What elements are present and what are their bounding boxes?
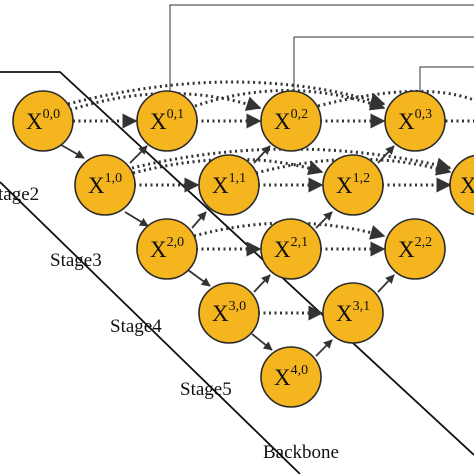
svg-text:X2,0: X2,0 xyxy=(150,235,184,262)
nodes: X0,0 X0,1 X0,2 X0,3 X1,0 X1,1 X1,2 X xyxy=(12,90,474,408)
svg-text:X1,1: X1,1 xyxy=(212,171,246,198)
stage-label-2: tage2 xyxy=(0,184,39,205)
svg-text:X2,1: X2,1 xyxy=(274,235,308,262)
node-x-3-0: X3,0 xyxy=(198,282,260,344)
svg-text:X1,0: X1,0 xyxy=(88,171,122,198)
svg-text:X0,2: X0,2 xyxy=(274,107,308,134)
node-x-1-3: X xyxy=(449,154,474,216)
node-x-0-3: X0,3 xyxy=(384,90,446,152)
stage-labels: tage2 Stage3 Stage4 Stage5 xyxy=(0,184,232,400)
node-x-2-2: X2,2 xyxy=(384,218,446,280)
svg-text:X4,0: X4,0 xyxy=(274,363,308,390)
node-x-0-2: X0,2 xyxy=(260,90,322,152)
stage-label-4: Stage4 xyxy=(110,316,162,337)
svg-text:X2,2: X2,2 xyxy=(398,235,432,262)
node-x-0-1: X0,1 xyxy=(136,90,198,152)
node-x-1-0: X1,0 xyxy=(74,154,136,216)
stage-label-5: Stage5 xyxy=(180,379,232,400)
node-x-1-2: X1,2 xyxy=(322,154,384,216)
svg-text:X0,3: X0,3 xyxy=(398,107,432,134)
node-x-2-1: X2,1 xyxy=(260,218,322,280)
node-x-0-0: X0,0 xyxy=(12,90,74,152)
svg-text:X: X xyxy=(460,173,474,198)
svg-text:X0,0: X0,0 xyxy=(26,107,60,134)
svg-text:X3,0: X3,0 xyxy=(212,299,246,326)
node-x-4-0: X4,0 xyxy=(260,346,322,408)
backbone-label: Backbone xyxy=(263,442,339,463)
skip-connections xyxy=(169,4,474,98)
stage-label-3: Stage3 xyxy=(50,250,102,271)
svg-text:X3,1: X3,1 xyxy=(336,299,370,326)
node-x-1-1: X1,1 xyxy=(198,154,260,216)
node-x-2-0: X2,0 xyxy=(136,218,198,280)
svg-text:X0,1: X0,1 xyxy=(150,107,184,134)
up-edges xyxy=(129,145,395,357)
node-x-3-1: X3,1 xyxy=(322,282,384,344)
svg-text:X1,2: X1,2 xyxy=(336,171,370,198)
